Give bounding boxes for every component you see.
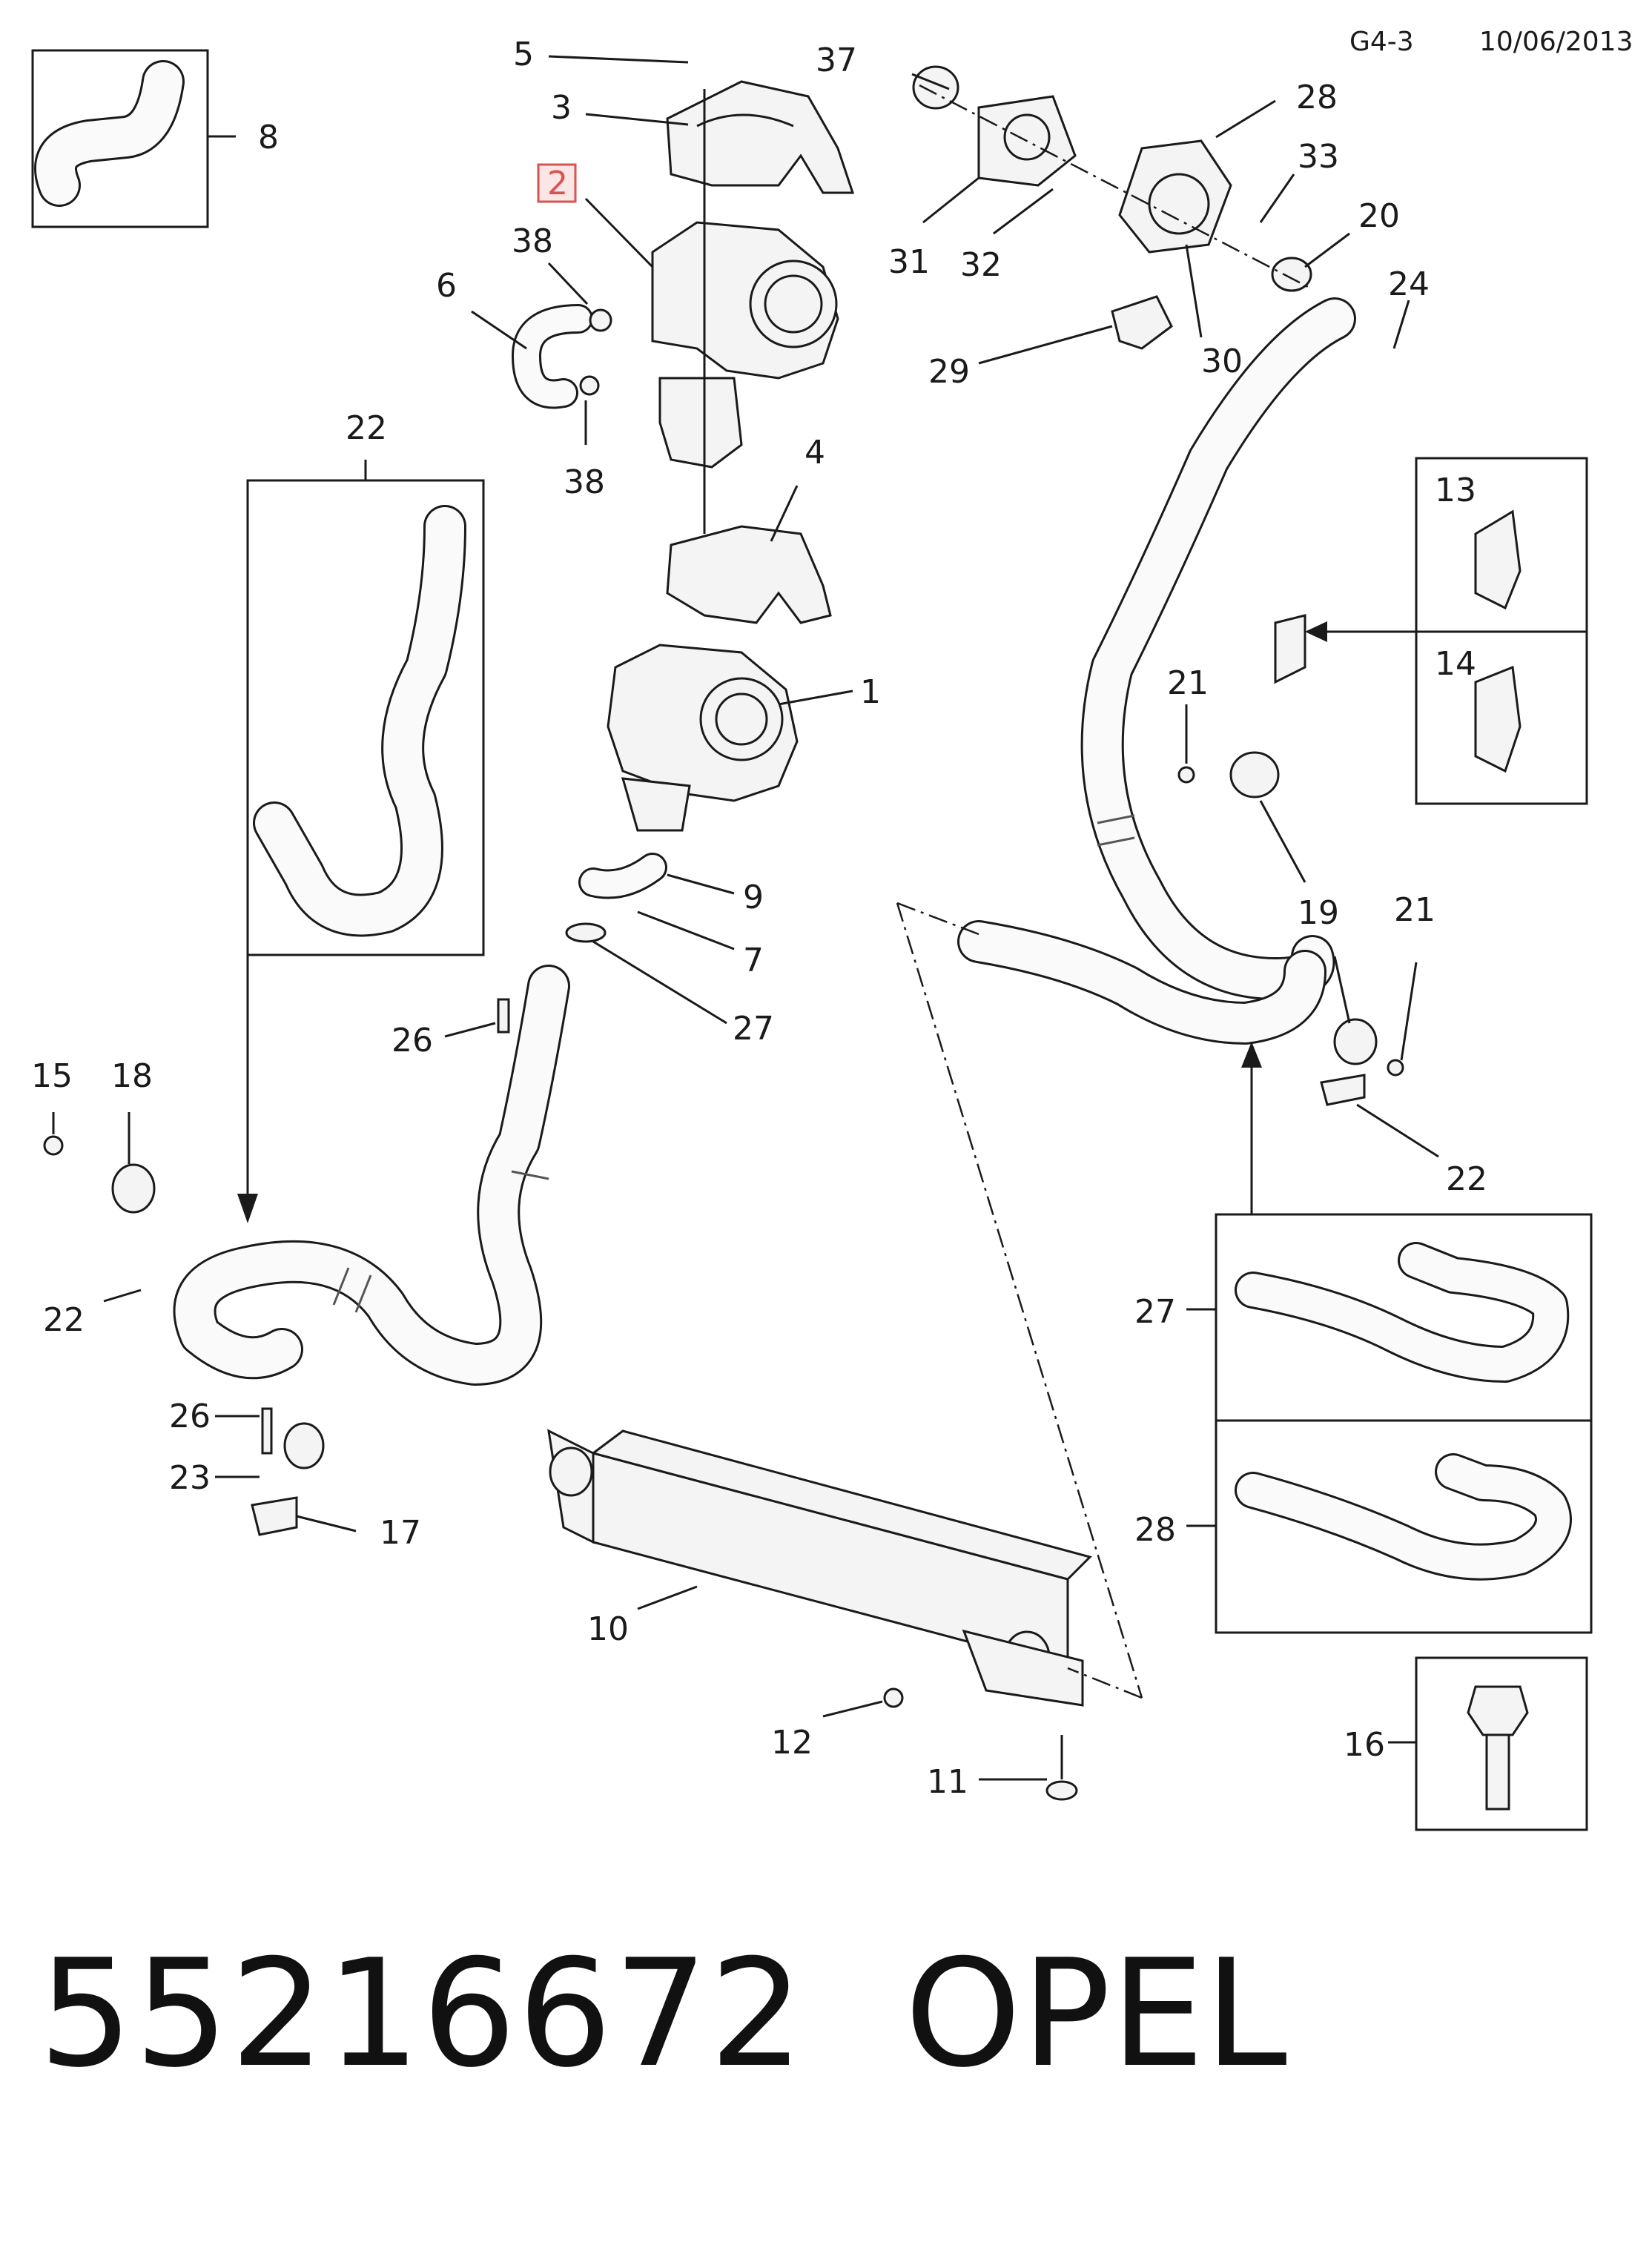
oil-pipe-6 bbox=[512, 304, 593, 409]
callout-31: 28 bbox=[1296, 79, 1338, 116]
bracket-32 bbox=[1111, 295, 1173, 350]
bracket-13-14 bbox=[1274, 614, 1306, 684]
callout-33: 30 bbox=[1201, 343, 1243, 380]
callout-32: 29 bbox=[928, 353, 970, 391]
callout-18: 18 bbox=[111, 1057, 153, 1095]
bolt-12 bbox=[883, 1687, 904, 1708]
bracket-22-right bbox=[1320, 1074, 1366, 1106]
callout-11: 11 bbox=[927, 1763, 968, 1801]
callout-35: 32 bbox=[960, 246, 1002, 284]
callout-25: 22 bbox=[346, 409, 387, 447]
callout-27: 27 bbox=[1134, 1293, 1176, 1331]
callout-29: 26 bbox=[391, 1022, 433, 1059]
callout-19: 19 bbox=[1298, 894, 1339, 932]
grommet-11 bbox=[1045, 1780, 1078, 1801]
callout-3: 3 bbox=[551, 89, 572, 127]
leader-lines bbox=[52, 55, 1439, 1781]
seal-ring-20 bbox=[1271, 257, 1312, 292]
clamp-lower-left bbox=[283, 1422, 325, 1469]
callout-8: 8 bbox=[258, 119, 279, 156]
inset-box-27-28 bbox=[1215, 1042, 1593, 1634]
turbocharger-heat-shield-lower bbox=[666, 525, 832, 624]
inset-box-25 bbox=[237, 460, 485, 1223]
callout-30: 27 bbox=[733, 1010, 774, 1048]
callout-34: 31 bbox=[888, 243, 930, 281]
callout-13: 13 bbox=[1435, 472, 1476, 509]
clamp-38-lower bbox=[579, 375, 600, 396]
callout-20: 20 bbox=[1358, 197, 1400, 235]
bolt-29 bbox=[497, 998, 510, 1034]
inset-box-13-14 bbox=[1305, 457, 1588, 805]
callout-36: 33 bbox=[1298, 138, 1339, 176]
callout-38-bottom: 38 bbox=[564, 463, 605, 501]
inset-box-8 bbox=[31, 49, 236, 228]
charge-air-hose-right bbox=[1080, 297, 1356, 1000]
page-date: 10/06/2013 bbox=[1479, 27, 1633, 57]
page-code: G4-3 bbox=[1349, 27, 1414, 57]
charge-air-hose-lower bbox=[173, 965, 570, 1386]
callout-labels: 5 3 2 38 6 38 22 4 1 9 7 27 26 15 18 22 … bbox=[31, 36, 1487, 1801]
oil-return-pipe-7 bbox=[578, 853, 667, 899]
callout-6: 6 bbox=[436, 267, 457, 305]
bolt-21-upper bbox=[1177, 766, 1195, 784]
callout-5: 5 bbox=[513, 36, 534, 73]
clamp-18 bbox=[111, 1163, 156, 1214]
callout-24: 24 bbox=[1388, 265, 1430, 303]
callout-15: 15 bbox=[31, 1057, 73, 1095]
gasket-30 bbox=[565, 922, 607, 943]
callout-16: 16 bbox=[1344, 1726, 1385, 1764]
charge-air-hose-middle bbox=[957, 920, 1326, 1045]
callout-7: 7 bbox=[743, 942, 764, 979]
callout-14: 14 bbox=[1435, 645, 1476, 683]
callout-28: 28 bbox=[1134, 1511, 1176, 1549]
clamp-19 bbox=[1229, 751, 1280, 799]
intercooler-10 bbox=[547, 1429, 1092, 1707]
bolt-26 bbox=[261, 1407, 273, 1455]
callout-4: 4 bbox=[804, 434, 825, 472]
callout-22-right: 22 bbox=[1446, 1160, 1487, 1198]
clamp-38-upper bbox=[589, 308, 612, 332]
bolt-15 bbox=[43, 1135, 64, 1156]
callout-10: 10 bbox=[587, 1610, 629, 1648]
callout-22-left: 22 bbox=[43, 1301, 85, 1339]
part-number: 55216672 bbox=[39, 1928, 805, 2100]
callout-1: 1 bbox=[860, 673, 881, 711]
turbocharger-1 bbox=[607, 644, 799, 832]
throttle-valve-31 bbox=[1118, 139, 1232, 254]
callout-17: 17 bbox=[380, 1514, 421, 1552]
callout-38-top: 38 bbox=[512, 222, 553, 260]
callout-2: 2 bbox=[547, 165, 568, 202]
bolt-21-lower bbox=[1387, 1059, 1404, 1077]
inset-box-16 bbox=[1388, 1656, 1588, 1831]
callout-37: 37 bbox=[816, 42, 857, 79]
callout-23: 23 bbox=[169, 1459, 211, 1497]
callout-21-upper: 21 bbox=[1167, 664, 1209, 702]
callout-26: 26 bbox=[169, 1398, 211, 1435]
callout-12: 12 bbox=[771, 1724, 813, 1762]
turbocharger-heat-shield-upper bbox=[666, 80, 855, 194]
bracket-17 bbox=[251, 1496, 298, 1536]
turbocharger-upper bbox=[651, 89, 839, 534]
callout-9: 9 bbox=[743, 879, 764, 916]
brand-name: OPEL bbox=[905, 1928, 1287, 2100]
callout-21-lower: 21 bbox=[1394, 891, 1435, 929]
callout-2-highlight bbox=[537, 163, 577, 203]
clamp-lower-right bbox=[1333, 1018, 1378, 1065]
seal-ring-37 bbox=[912, 65, 959, 110]
